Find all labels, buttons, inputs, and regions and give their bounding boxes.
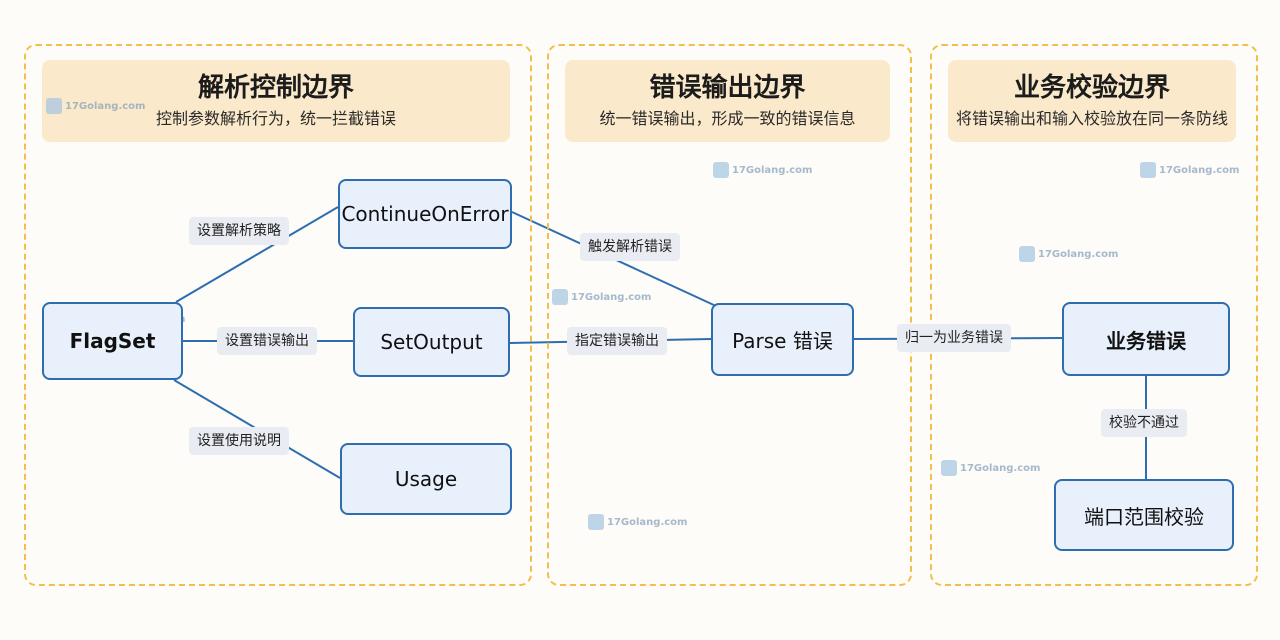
edge-label-set-parse-strategy: 设置解析策略 — [189, 217, 289, 245]
watermark: 17Golang.com — [588, 514, 687, 530]
watermark: 17Golang.com — [46, 98, 145, 114]
watermark: 17Golang.com — [1140, 162, 1239, 178]
edge-label-set-error-output: 设置错误输出 — [217, 327, 317, 355]
node-continue-on-error[interactable]: ContinueOnError — [338, 179, 512, 249]
watermark: 17Golang.com — [941, 460, 1040, 476]
node-parse-error[interactable]: Parse 错误 — [711, 303, 854, 376]
watermark-logo-icon — [1140, 162, 1156, 178]
node-usage[interactable]: Usage — [340, 443, 512, 515]
panel-header: 业务校验边界 将错误输出和输入校验放在同一条防线 — [948, 60, 1236, 142]
panel-business-validation: 业务校验边界 将错误输出和输入校验放在同一条防线 — [930, 44, 1258, 586]
watermark-logo-icon — [713, 162, 729, 178]
panel-title: 解析控制边界 — [197, 73, 354, 103]
edge-label-specify-error-output: 指定错误输出 — [567, 327, 667, 355]
watermark: 17Golang.com — [1019, 246, 1118, 262]
panel-subtitle: 控制参数解析行为，统一拦截错误 — [155, 109, 396, 128]
watermark-logo-icon — [941, 460, 957, 476]
node-port-range-check[interactable]: 端口范围校验 — [1054, 479, 1234, 551]
panel-subtitle: 统一错误输出，形成一致的错误信息 — [599, 109, 856, 128]
edge-label-validation-failed: 校验不通过 — [1101, 409, 1187, 437]
watermark-logo-icon — [46, 98, 62, 114]
node-flagset[interactable]: FlagSet — [42, 302, 183, 380]
node-set-output[interactable]: SetOutput — [353, 307, 510, 377]
watermark: 17Golang.com — [713, 162, 812, 178]
watermark: 17Golang.com — [552, 289, 651, 305]
panel-header: 错误输出边界 统一错误输出，形成一致的错误信息 — [565, 60, 890, 142]
edge-label-trigger-parse-error: 触发解析错误 — [580, 233, 680, 261]
panel-error-output: 错误输出边界 统一错误输出，形成一致的错误信息 — [547, 44, 912, 586]
node-business-error[interactable]: 业务错误 — [1062, 302, 1230, 376]
edge-label-unify-business-error: 归一为业务错误 — [897, 324, 1011, 352]
edge-flagset-continueonerror — [175, 206, 339, 303]
watermark-logo-icon — [552, 289, 568, 305]
panel-parse-control: 解析控制边界 控制参数解析行为，统一拦截错误 — [24, 44, 532, 586]
panel-title: 业务校验边界 — [1013, 73, 1170, 103]
watermark-logo-icon — [1019, 246, 1035, 262]
panel-header: 解析控制边界 控制参数解析行为，统一拦截错误 — [42, 60, 510, 142]
panel-title: 错误输出边界 — [649, 73, 806, 103]
watermark-logo-icon — [588, 514, 604, 530]
edge-label-set-usage: 设置使用说明 — [189, 427, 289, 455]
panel-subtitle: 将错误输出和输入校验放在同一条防线 — [955, 109, 1228, 128]
